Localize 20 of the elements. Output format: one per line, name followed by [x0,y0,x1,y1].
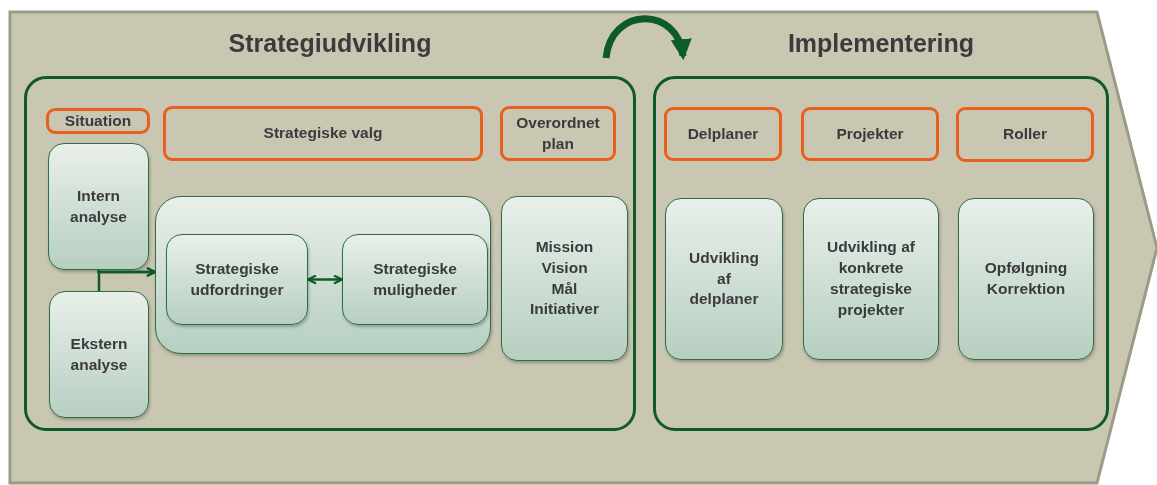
stage-title: Implementering [786,28,976,59]
heading-box: Situation [46,108,150,134]
process-box: Intern analyse [48,143,149,270]
process-box: Ekstern analyse [49,291,149,418]
process-box: Mission Vision Mål Initiativer [501,196,628,361]
arrow [97,266,157,291]
process-box: Strategiske udfordringer [166,234,308,325]
heading-box: Delplaner [664,107,782,161]
heading-box: Roller [956,107,1094,162]
stage-title: Strategiudvikling [227,28,433,59]
process-box: Opfølgning Korrektion [958,198,1094,360]
process-box: Udvikling af delplaner [665,198,783,360]
arrow [306,274,344,285]
heading-box: Projekter [801,107,939,161]
heading-box: Strategiske valg [163,106,483,161]
heading-box: Overordnet plan [500,106,616,161]
group-panel [155,196,491,354]
curved-arrow [602,15,690,61]
process-box: Udvikling af konkrete strategiske projekter [803,198,939,360]
process-box: Strategiske muligheder [342,234,488,325]
